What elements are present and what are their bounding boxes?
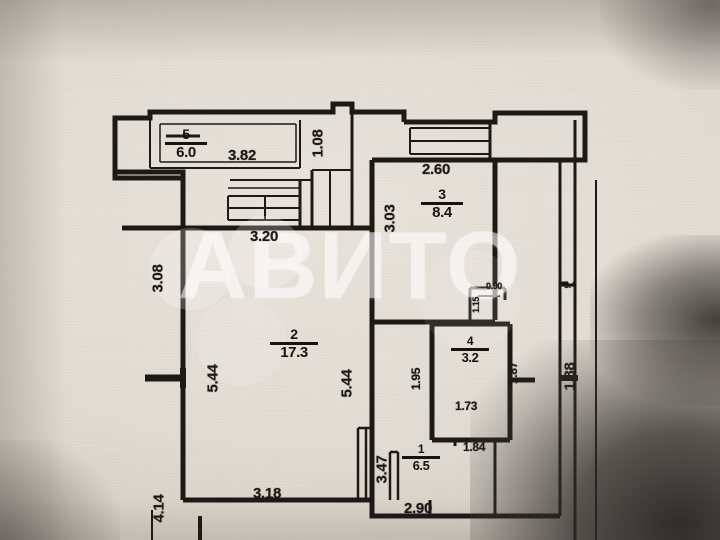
dim-room3-height: 3.03 [381,204,399,233]
room-3-area: 8.4 [432,204,452,221]
dim-room2-right: 5.44 [338,369,356,398]
room-1-number: 1 [417,442,425,456]
dim-bottom-left: 3.18 [253,485,281,502]
dim-small-right-b: 1.15 [470,297,481,313]
room-5-area: 6.0 [176,144,196,161]
dim-left-mid: 5.44 [204,364,222,393]
room-3-number: 3 [438,186,446,202]
room-1-area: 6.5 [412,458,430,473]
photo-shadow-bottom-left [0,440,120,540]
room-1-fraction-bar [402,456,440,459]
room-label-5: 5 6.0 [163,126,209,161]
room-label-2: 2 17.3 [268,326,320,361]
dim-bath-left: 1.95 [409,367,424,391]
dim-room3-width: 2.60 [422,161,450,178]
dim-room5-width: 3.82 [228,147,256,164]
room-5-number: 5 [182,126,190,142]
dim-bottom-mid: 2.90 [404,500,432,517]
dim-hall-top-vertical: 1.08 [309,129,327,158]
dim-hall-width: 3.20 [250,228,278,245]
room-2-fraction-bar [270,342,318,345]
dim-left-lower: 4.14 [150,494,168,523]
room-3-fraction-bar [421,202,463,205]
room-label-1: 1 6.5 [400,442,442,473]
dim-small-right-a: 0.90 [486,281,502,291]
room-5-fraction-bar [165,142,207,145]
photo-shadow-top-right [600,0,720,90]
dim-left-upper: 3.08 [149,264,167,293]
dim-corridor-vertical: 3.47 [373,455,391,484]
dim-small-right-c: 3.4 [564,280,576,290]
room-2-number: 2 [290,326,298,342]
room-label-3: 3 8.4 [419,186,465,221]
room-2-area: 17.3 [280,344,308,361]
photo-shadow-bottom-right [470,340,720,540]
